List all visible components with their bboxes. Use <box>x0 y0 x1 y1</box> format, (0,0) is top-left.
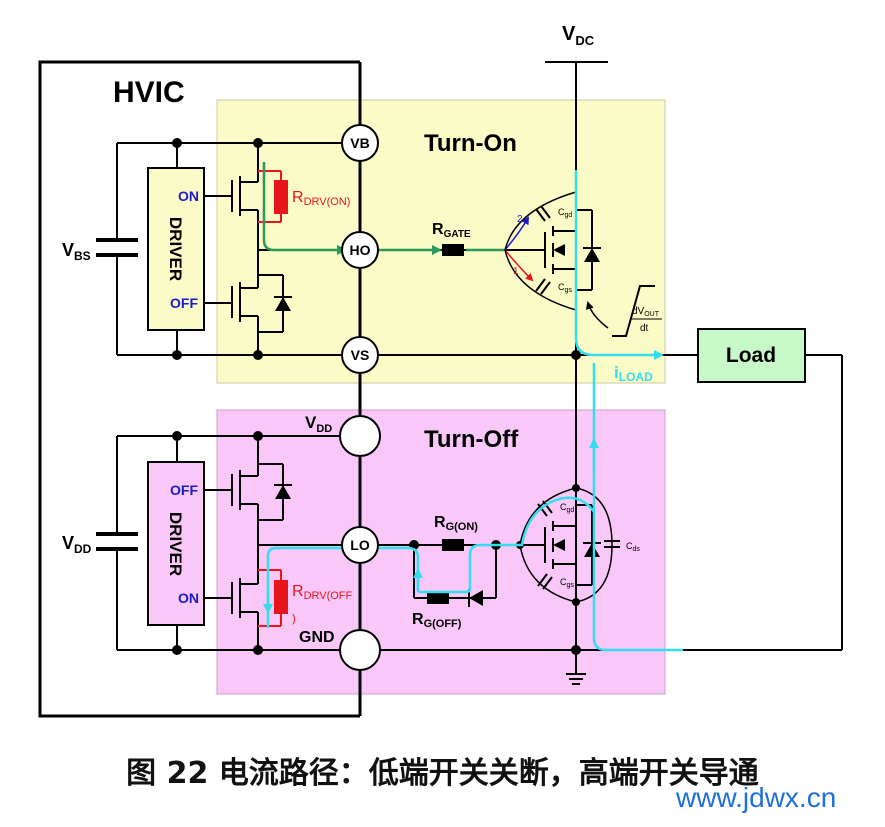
path-number-2: 2 <box>517 214 523 225</box>
freewheel-current-path <box>592 363 683 652</box>
cgd-capacitor-low <box>537 500 553 517</box>
vbs-capacitor <box>96 238 138 257</box>
lo-pin <box>341 526 379 564</box>
turn-on-gate-current-path <box>262 162 347 255</box>
rdrv-on-resistor <box>274 180 288 214</box>
vdc-label: VDC <box>562 23 595 48</box>
high-driver-label: DRIVER <box>166 217 185 281</box>
high-side-off-mosfet <box>231 250 284 355</box>
rdrv-off-resistor <box>274 580 288 614</box>
rg-off-label: RG(OFF) <box>412 611 462 630</box>
cgd-high-label: Cgd <box>558 207 572 219</box>
vdd-pin <box>339 415 381 457</box>
iload-label: iLOAD <box>614 363 653 384</box>
gnd-pin-label: GND <box>299 629 335 646</box>
high-side-driver-block <box>147 167 205 331</box>
gnd-pin <box>339 629 381 671</box>
cgd-low-label: Cgd <box>560 502 574 514</box>
turn-on-title: Turn-On <box>424 130 517 157</box>
cds-capacitor-low <box>604 540 620 548</box>
turn-off-title: Turn-Off <box>424 426 519 453</box>
vdd-pin-label: VDD <box>305 413 332 435</box>
high-off-input-label: OFF <box>170 295 198 311</box>
turn-on-region <box>216 99 666 384</box>
vdd-label: VDD <box>62 533 92 556</box>
rdrv-off-label-tail: ) <box>292 613 296 625</box>
cgs-capacitor-high <box>535 278 551 295</box>
vdd-capacitor <box>96 532 138 551</box>
rgate-resistor <box>442 244 464 256</box>
figure-caption: 图 22 电流路径：低端开关关断，高端开关导通 <box>126 756 759 791</box>
load-label: Load <box>726 344 776 367</box>
watermark: www.jdwx.cn <box>676 782 837 813</box>
rg-off-resistor <box>427 592 449 604</box>
ho-pin-label: HO <box>350 242 371 258</box>
dvout-numerator: dVOUT <box>632 306 660 318</box>
dvout-denominator: dt <box>640 323 649 334</box>
vb-pin-label: VB <box>350 135 369 151</box>
load-box <box>697 328 806 383</box>
cgs-high-label: Cgs <box>558 282 572 294</box>
cgs-low-label: Cgs <box>560 577 574 589</box>
low-driver-label: DRIVER <box>166 512 185 576</box>
hvic-label: HVIC <box>113 76 185 109</box>
path-number-1: 1 <box>513 266 519 277</box>
high-on-input-label: ON <box>178 188 199 204</box>
vb-pin <box>341 124 379 162</box>
rgate-label: RGATE <box>432 221 471 240</box>
rdrv-off-label: RDRV(OFF <box>292 583 353 602</box>
low-on-input-label: ON <box>178 590 199 606</box>
load-current-path <box>574 170 664 360</box>
dvdt-waveform-icon <box>612 285 655 337</box>
low-side-driver-block <box>147 461 205 626</box>
vs-pin <box>341 336 379 374</box>
vbs-label: VBS <box>62 240 91 263</box>
rg-on-resistor <box>442 539 464 551</box>
high-side-on-mosfet <box>231 143 259 250</box>
turn-off-gate-discharge-path <box>266 496 596 628</box>
ho-pin <box>341 231 379 269</box>
rdrv-on-label: RDRV(ON) <box>292 189 350 208</box>
vs-pin-label: VS <box>351 347 370 363</box>
cds-low-label: Cds <box>626 541 640 553</box>
ground-symbol <box>566 673 586 685</box>
rg-on-label: RG(ON) <box>434 514 478 533</box>
cgd-capacitor-high <box>535 205 551 222</box>
cgs-capacitor-low <box>537 573 553 590</box>
low-side-on-mosfet <box>231 545 259 650</box>
hvic-boundary <box>38 60 360 718</box>
lo-pin-label: LO <box>350 537 370 553</box>
low-off-input-label: OFF <box>170 482 198 498</box>
